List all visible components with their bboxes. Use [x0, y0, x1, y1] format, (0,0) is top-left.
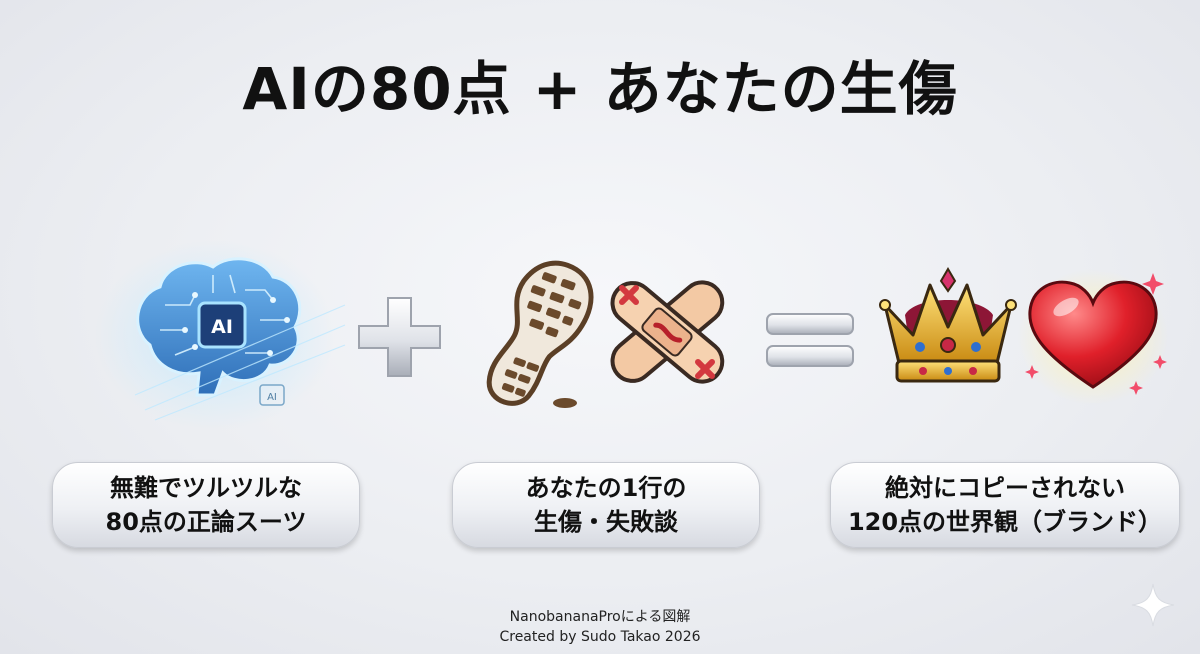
- caption-line: 絶対にコピーされない: [885, 474, 1125, 502]
- footer-line: Created by Sudo Takao 2026: [499, 629, 701, 645]
- crown-icon: [875, 265, 1020, 395]
- brain-chip-small-label: AI: [267, 392, 277, 403]
- equals-icon: [763, 308, 858, 373]
- footer-line: NanobananaProによる図解: [509, 609, 691, 625]
- caption-line: あなたの1行の: [525, 474, 687, 502]
- caption-line: 生傷・失敗談: [534, 508, 678, 536]
- page-title: AIの80点 + あなたの生傷: [242, 55, 958, 123]
- heart-icon: [1018, 265, 1168, 405]
- caption-line: 無難でツルツルな: [110, 474, 302, 502]
- brain-icon: AI AI: [95, 235, 346, 435]
- plus-icon: [352, 292, 447, 382]
- caption-pill-ai: 無難でツルツルな 80点の正論スーツ: [52, 462, 360, 548]
- brain-chip-label: AI: [211, 316, 233, 338]
- sparkle-icon: [1130, 582, 1176, 628]
- caption-line: 120点の世界観（ブランド）: [847, 508, 1163, 536]
- caption-pill-you: あなたの1行の 生傷・失敗談: [452, 462, 760, 548]
- boot-print-icon: [470, 255, 605, 415]
- bandage-icon: [600, 272, 735, 392]
- footer-credit: NanobananaProによる図解 Created by Sudo Takao…: [0, 607, 1200, 647]
- caption-pill-brand: 絶対にコピーされない 120点の世界観（ブランド）: [830, 462, 1180, 548]
- caption-line: 80点の正論スーツ: [105, 508, 307, 536]
